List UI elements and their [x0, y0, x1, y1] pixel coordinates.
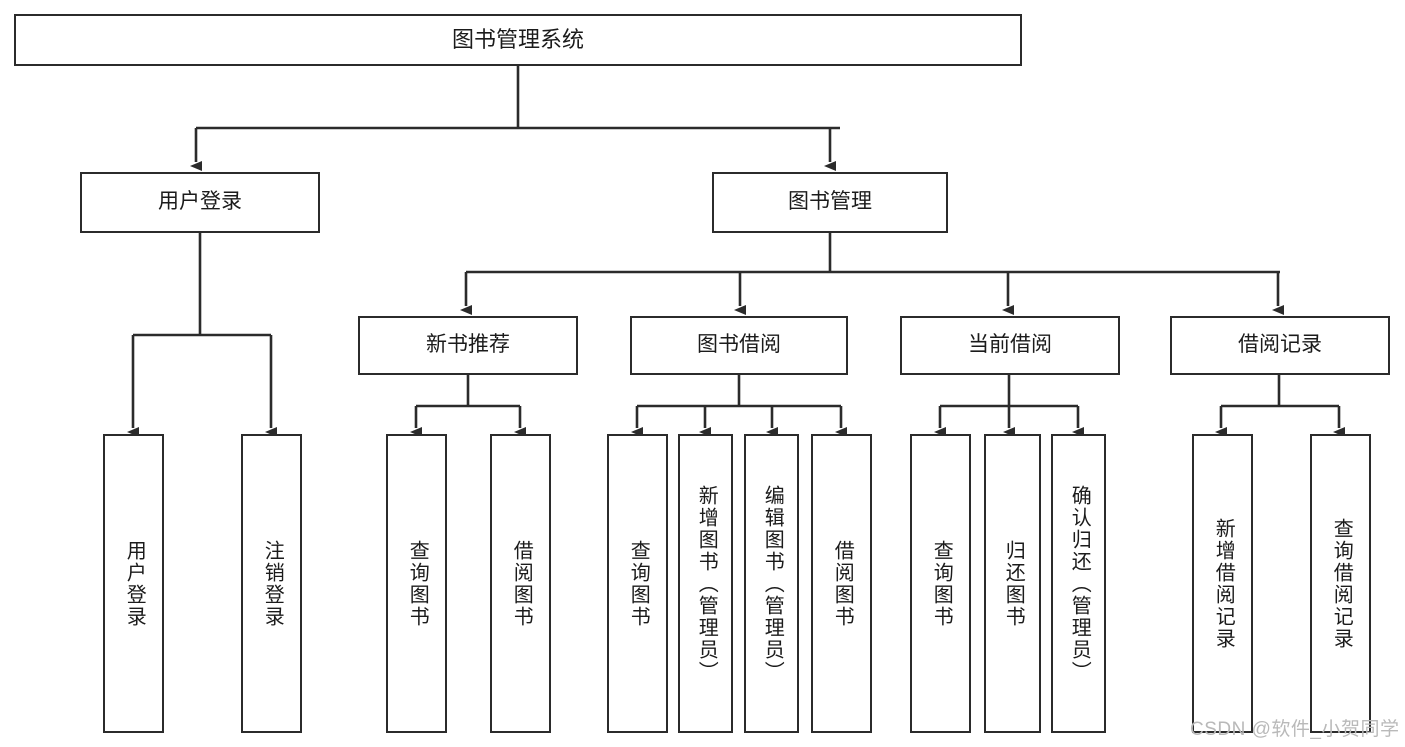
leaf-logout-login[interactable]: 注销登录 [241, 434, 302, 733]
leaf-borrow-book-1[interactable]: 借阅图书 [490, 434, 551, 733]
leaf-query-book-2-label: 查询图书 [627, 539, 650, 628]
leaf-add-book-label: 新增图书（管理员） [695, 484, 718, 683]
node-book-borrow[interactable]: 图书借阅 [630, 316, 848, 375]
node-root-label: 图书管理系统 [451, 27, 584, 53]
leaf-borrow-book-2-label: 借阅图书 [831, 539, 854, 628]
node-current-borrow-label: 当前借阅 [968, 333, 1052, 357]
leaf-borrow-book-2[interactable]: 借阅图书 [811, 434, 872, 733]
leaf-borrow-book-1-label: 借阅图书 [510, 539, 533, 628]
leaf-query-book-3-label: 查询图书 [930, 539, 953, 628]
node-book-manage-label: 图书管理 [788, 190, 872, 214]
csdn-watermark: CSDN @软件_小贺同学 [1190, 719, 1400, 740]
leaf-edit-book-label: 编辑图书（管理员） [761, 484, 784, 683]
node-borrow-record-label: 借阅记录 [1238, 333, 1322, 357]
node-user-login[interactable]: 用户登录 [80, 172, 320, 233]
leaf-confirm-return-label: 确认归还（管理员） [1068, 484, 1091, 683]
leaf-query-book-1-label: 查询图书 [406, 539, 429, 628]
node-new-book-recommend-label: 新书推荐 [426, 333, 510, 357]
leaf-edit-book[interactable]: 编辑图书（管理员） [744, 434, 799, 733]
leaf-query-book-3[interactable]: 查询图书 [910, 434, 971, 733]
leaf-return-book[interactable]: 归还图书 [984, 434, 1041, 733]
leaf-return-book-label: 归还图书 [1002, 539, 1025, 628]
node-new-book-recommend[interactable]: 新书推荐 [358, 316, 578, 375]
leaf-query-record-label: 查询借阅记录 [1330, 517, 1353, 650]
leaf-confirm-return[interactable]: 确认归还（管理员） [1051, 434, 1106, 733]
node-user-login-label: 用户登录 [158, 190, 242, 214]
leaf-query-record[interactable]: 查询借阅记录 [1310, 434, 1371, 733]
leaf-add-record-label: 新增借阅记录 [1212, 517, 1235, 650]
leaf-add-book[interactable]: 新增图书（管理员） [678, 434, 733, 733]
node-book-borrow-label: 图书借阅 [697, 333, 781, 357]
leaf-add-record[interactable]: 新增借阅记录 [1192, 434, 1253, 733]
node-current-borrow[interactable]: 当前借阅 [900, 316, 1120, 375]
node-root[interactable]: 图书管理系统 [14, 14, 1022, 66]
node-book-manage[interactable]: 图书管理 [712, 172, 948, 233]
leaf-logout-login-label: 注销登录 [261, 539, 284, 628]
leaf-query-book-2[interactable]: 查询图书 [607, 434, 668, 733]
node-borrow-record[interactable]: 借阅记录 [1170, 316, 1390, 375]
leaf-query-book-1[interactable]: 查询图书 [386, 434, 447, 733]
leaf-user-login-label: 用户登录 [123, 539, 146, 628]
leaf-user-login[interactable]: 用户登录 [103, 434, 164, 733]
